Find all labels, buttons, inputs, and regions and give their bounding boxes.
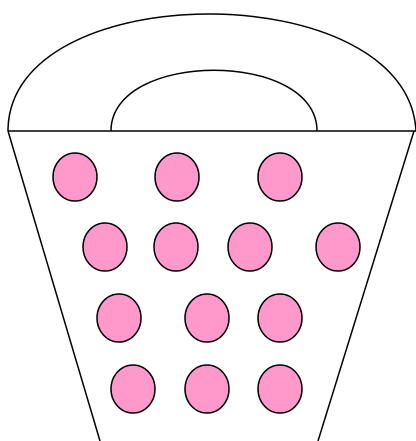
pink-dot <box>53 153 97 201</box>
basket-right-side <box>318 131 414 441</box>
handle-outer-arch <box>8 14 416 131</box>
pink-dot <box>185 294 229 342</box>
pink-dot <box>258 294 302 342</box>
pink-dot <box>228 223 272 271</box>
pink-dot <box>316 223 360 271</box>
pink-dot <box>155 153 199 201</box>
pink-dot <box>154 223 198 271</box>
handle-inner-arch <box>111 70 317 131</box>
pink-dot <box>111 365 155 413</box>
pink-dot <box>83 223 127 271</box>
pink-dot <box>258 365 302 413</box>
pink-dot <box>185 365 229 413</box>
dot-group <box>53 153 360 413</box>
pink-dot <box>97 294 141 342</box>
pink-dot <box>258 153 302 201</box>
